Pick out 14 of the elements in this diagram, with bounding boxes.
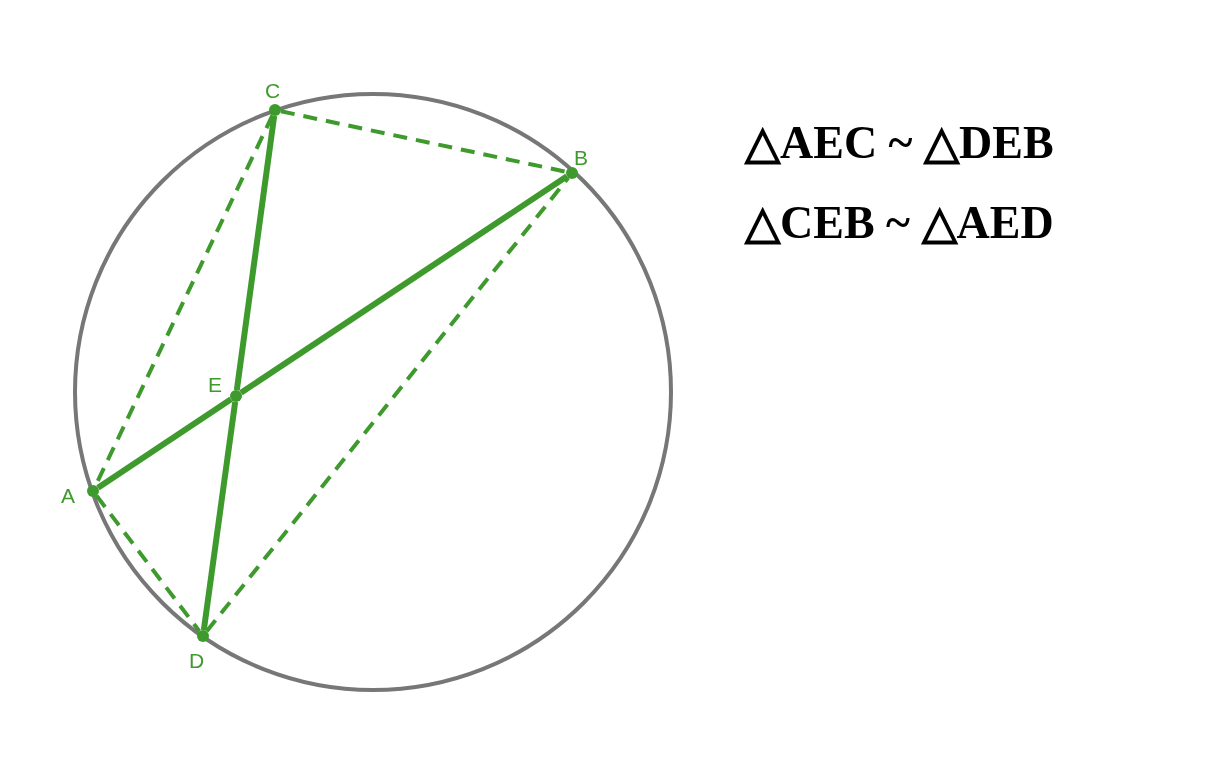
point-label: A — [61, 485, 75, 506]
line — [200, 401, 239, 631]
line — [239, 173, 569, 396]
point-label: C — [265, 80, 281, 101]
dashed-line — [205, 176, 570, 633]
similarity-statement: △CEB ~ △AED — [745, 200, 1054, 246]
dashed-line — [280, 109, 567, 174]
similarity-statement: △AEC ~ △DEB — [745, 120, 1054, 166]
point-label: D — [189, 650, 205, 671]
dashed-line — [95, 494, 201, 633]
point-label: B — [574, 147, 588, 168]
line — [233, 115, 278, 391]
line — [96, 396, 233, 491]
point-label: E — [208, 374, 222, 395]
